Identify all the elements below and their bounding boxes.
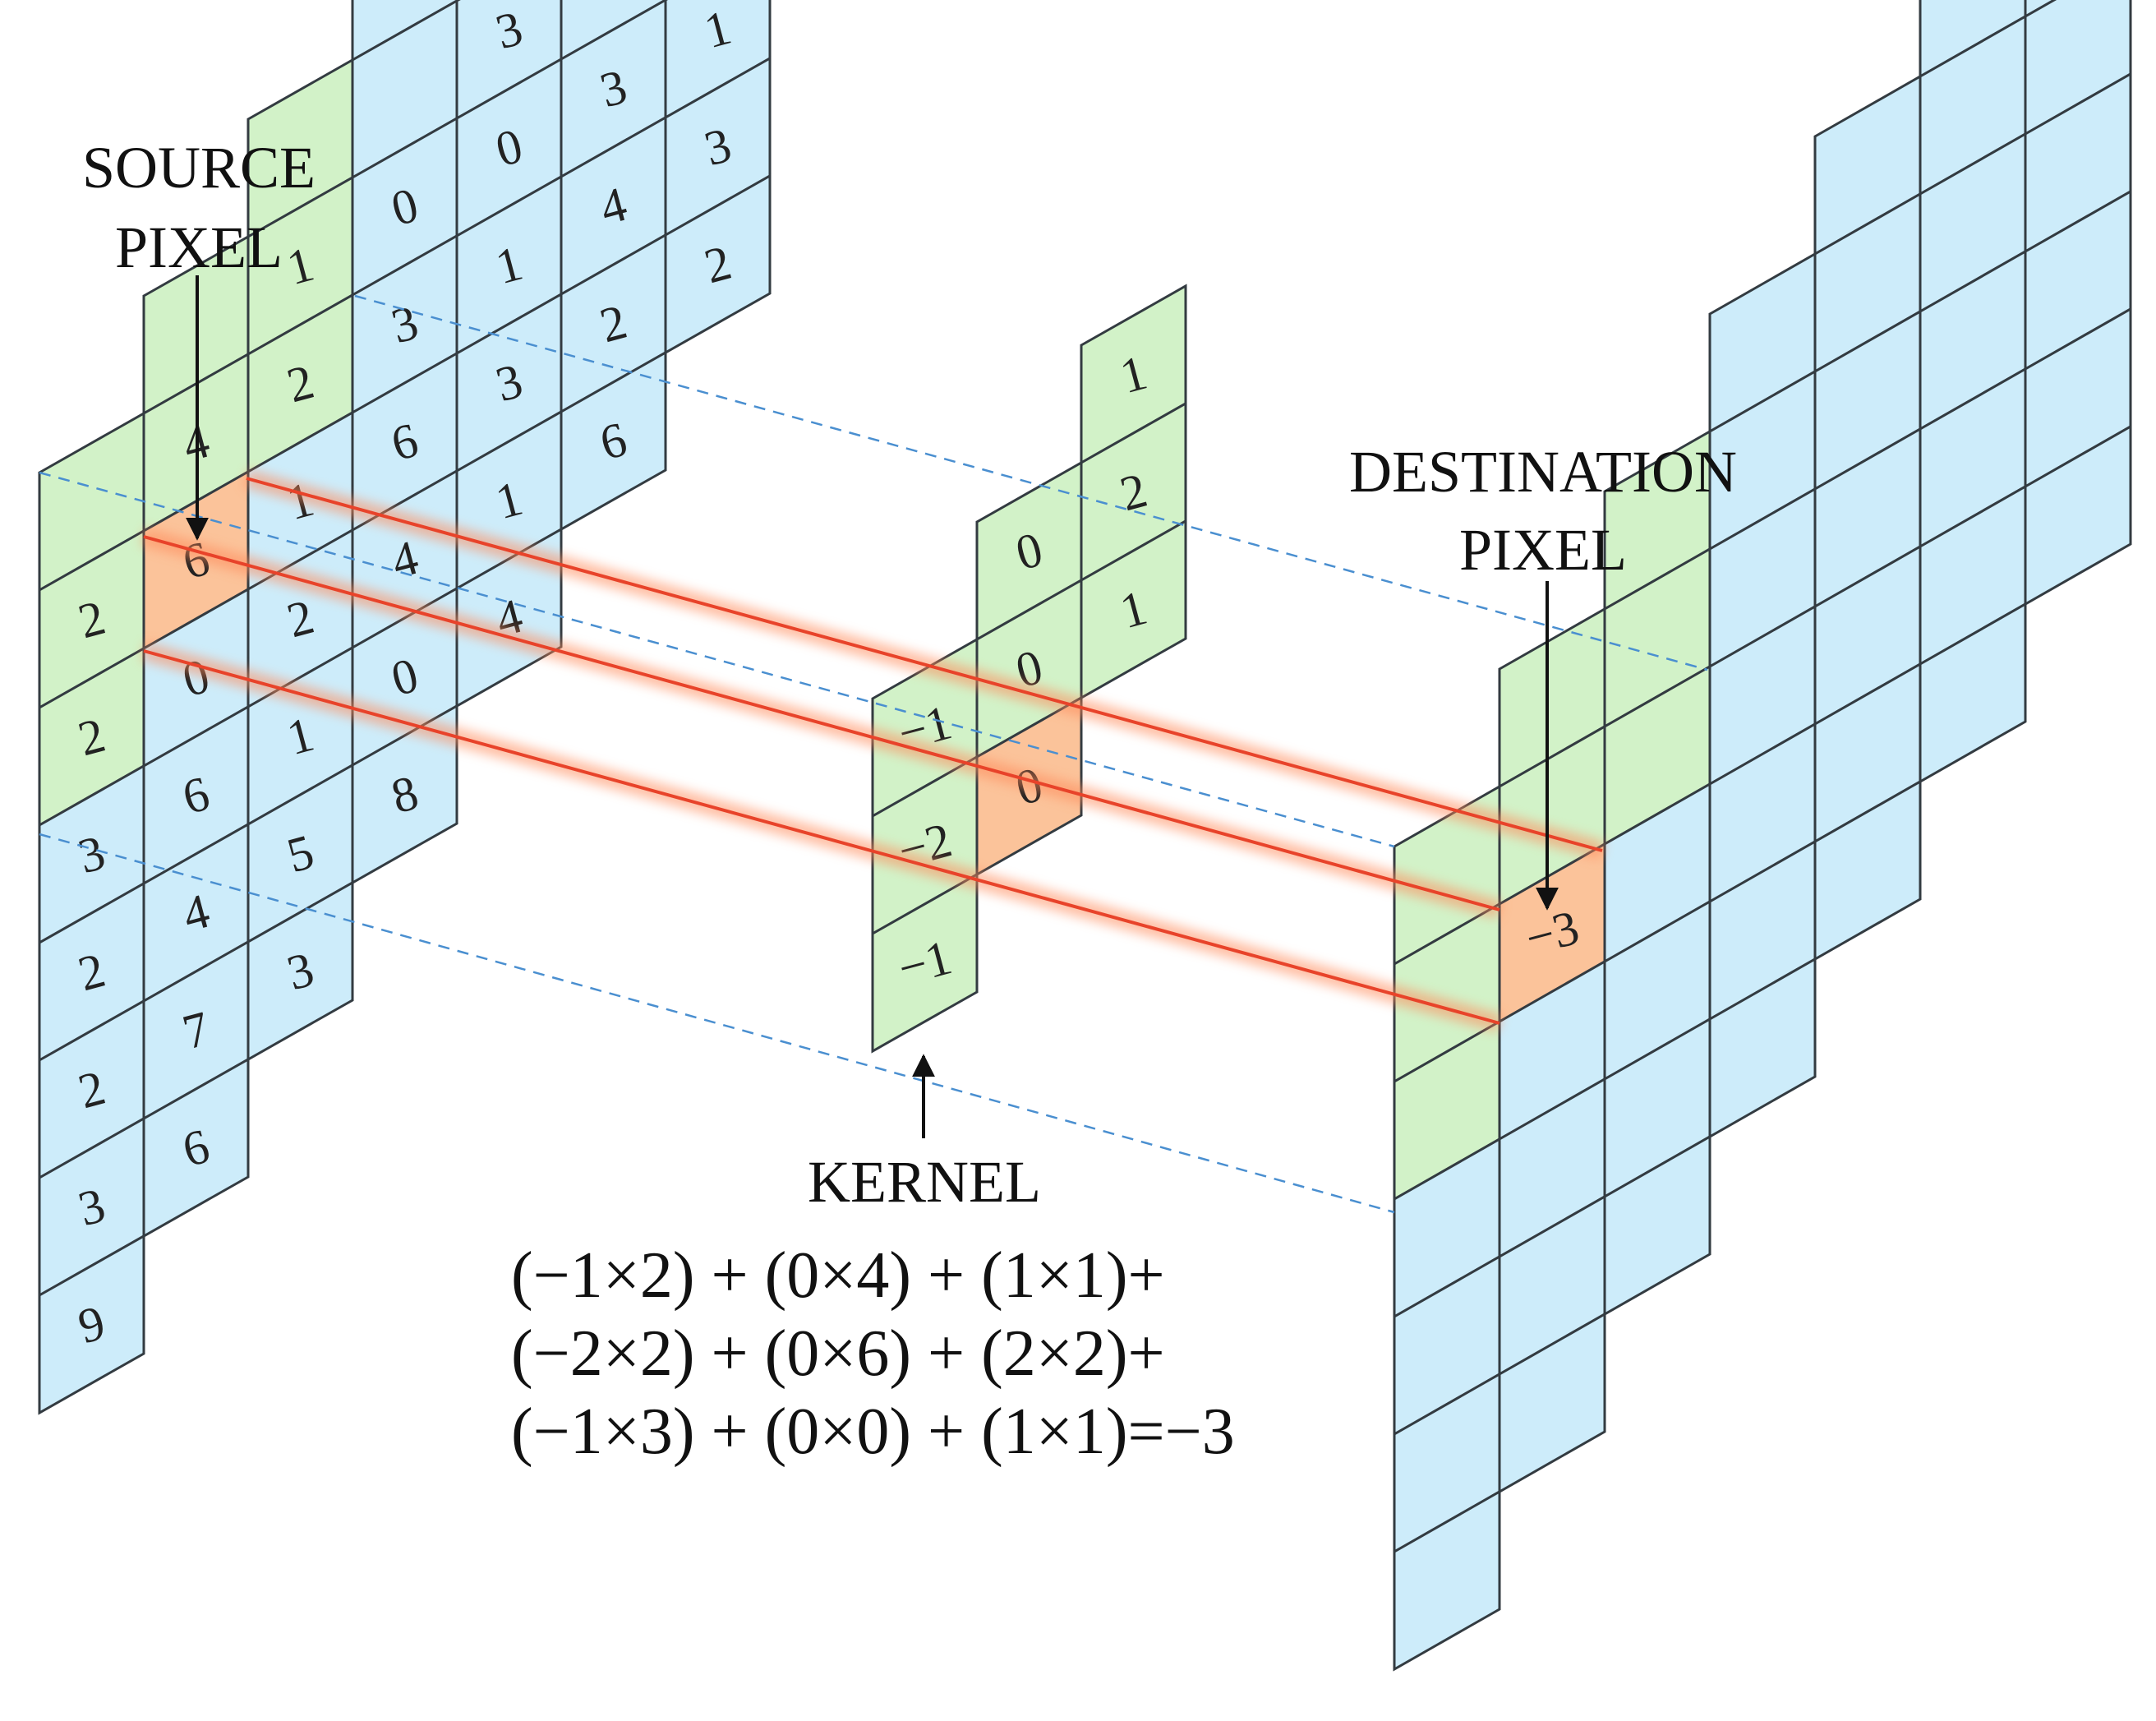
kernel-cell [871, 872, 979, 1054]
source-cell [246, 880, 354, 1062]
destination-label-line2: PIXEL [1459, 517, 1627, 583]
source-cell [664, 173, 772, 355]
projection-line-left [39, 471, 1395, 848]
destination-label-line1: DESTINATION [1349, 439, 1737, 505]
projection-line-top [354, 294, 1708, 671]
red-connection-lines [141, 469, 1605, 1032]
destination-grid: −3 [1393, 0, 2132, 1672]
source-cell [142, 1057, 250, 1239]
source-label-line2: PIXEL [115, 215, 283, 280]
source-cell [38, 1234, 145, 1415]
projection-line-bottom [39, 833, 1395, 1214]
formula-line-3: (−1×3) + (0×0) + (1×1)=−3 [511, 1396, 1235, 1468]
destination-cell [1393, 1489, 1501, 1672]
source-grid: 3300100314231432616322202416361042458273… [38, 0, 772, 1415]
kernel-cell [1080, 519, 1187, 700]
destination-cell [2024, 424, 2132, 607]
destination-cell [1708, 957, 1817, 1139]
formula-line-2: (−2×2) + (0×6) + (2×2)+ [511, 1317, 1165, 1390]
red-line-bottom [143, 649, 1500, 1025]
destination-cell [1603, 1134, 1711, 1317]
destination-cell [1919, 602, 2027, 784]
destination-cell [1813, 779, 1922, 962]
red-line-middle [143, 535, 1500, 911]
red-line-top [246, 477, 1603, 852]
formula-line-1: (−1×2) + (0×4) + (1×1)+ [511, 1239, 1165, 1312]
destination-cell [1498, 1312, 1606, 1494]
projection-lines [39, 294, 1708, 1214]
kernel-label: KERNEL [808, 1149, 1041, 1215]
source-label-line1: SOURCE [82, 135, 316, 201]
